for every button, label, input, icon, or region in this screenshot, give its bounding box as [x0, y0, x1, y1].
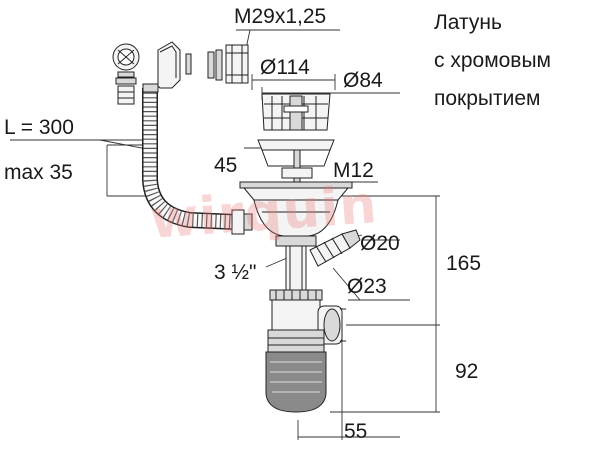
- overflow-elbow: [157, 41, 192, 89]
- overflow-rosette: [112, 43, 140, 105]
- branch-large-diameter: Ø23: [347, 275, 387, 298]
- material-note-line-3: покрытием: [434, 87, 541, 110]
- material-note-line-2: с хромовым: [434, 49, 551, 72]
- sink-flange: [239, 181, 353, 201]
- height-bottle-label: 92: [455, 360, 479, 383]
- strainer-inner-diameter: Ø84: [343, 69, 383, 92]
- height-total-label: 165: [446, 252, 482, 275]
- thread-label: M29x1,25: [234, 5, 327, 28]
- thread-coupling: [207, 44, 249, 84]
- overflow-max-label: max 35: [4, 161, 73, 184]
- drain-body: [253, 199, 339, 291]
- bolt-label: M12: [333, 159, 374, 182]
- strainer-basket: [257, 93, 335, 191]
- outlet-offset-label: 55: [344, 420, 368, 443]
- strainer-depth-label: 45: [214, 154, 238, 177]
- watermark-logo: wirquin: [148, 175, 380, 251]
- branch-small-diameter: Ø20: [360, 232, 400, 255]
- hose-length-label: L = 300: [4, 116, 74, 139]
- overflow-hose: [142, 83, 253, 235]
- side-branch: [309, 229, 361, 267]
- strainer-outer-diameter: Ø114: [260, 56, 310, 79]
- material-note-line-1: Латунь: [434, 11, 502, 34]
- bottle-trap: [265, 289, 346, 413]
- outlet-size-label: 3 ½": [214, 261, 257, 284]
